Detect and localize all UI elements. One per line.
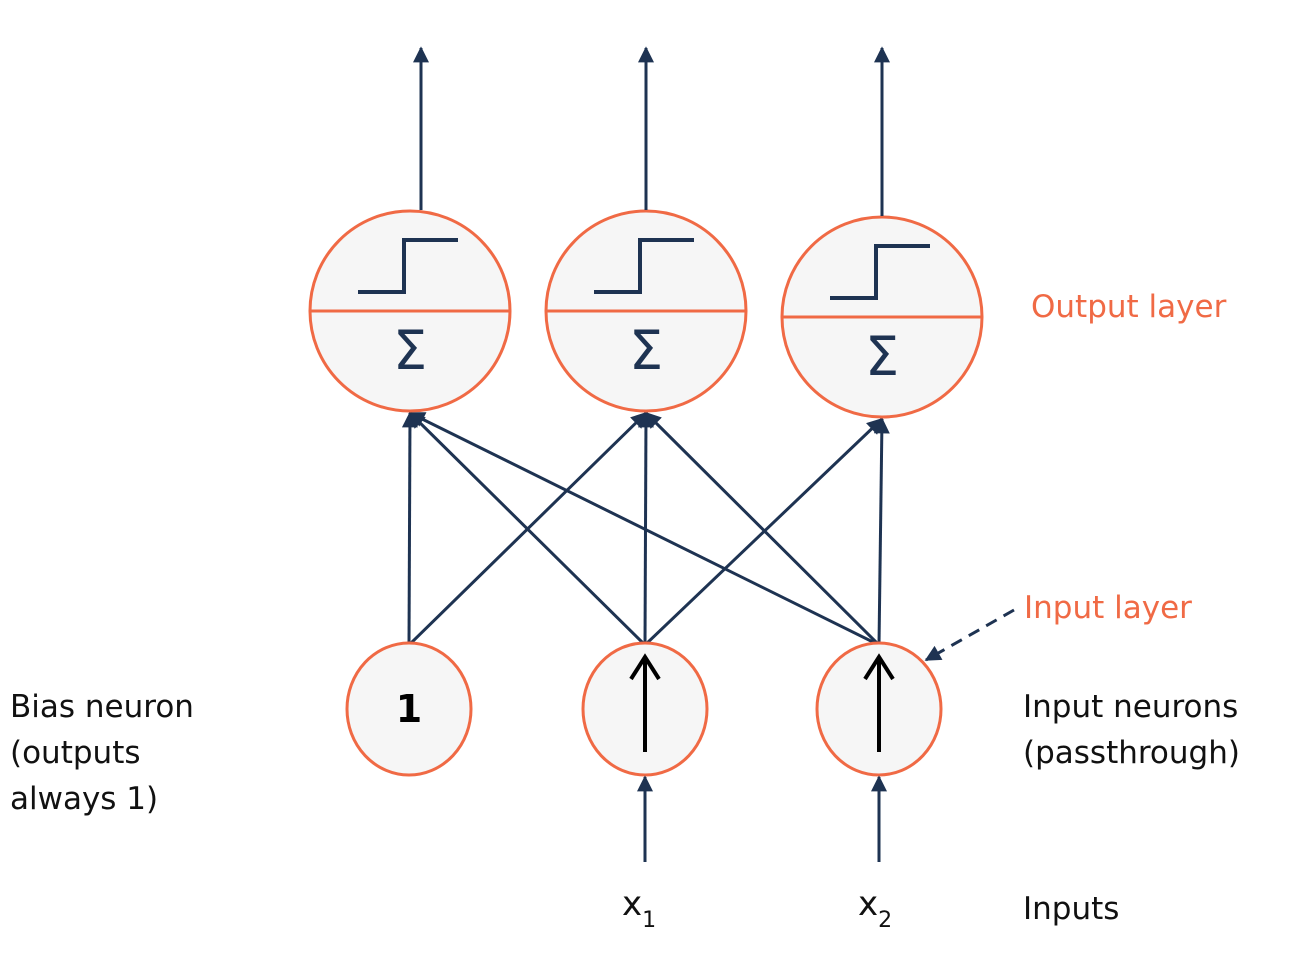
neurons-group: Σ Σ Σ 1 xyxy=(308,209,984,777)
step-function-icon xyxy=(358,238,458,294)
passthrough-arrowhead xyxy=(629,653,661,681)
output-neuron-2: Σ xyxy=(544,209,748,413)
connection-i2-to-o2 xyxy=(644,411,881,647)
passthrough-arrowhead xyxy=(863,653,895,681)
input-neurons-annotation: Input neurons (passthrough) xyxy=(1023,684,1240,776)
input-neuron-1 xyxy=(581,641,709,777)
output-neuron-3: Σ xyxy=(780,215,984,419)
bias-neuron: 1 xyxy=(345,641,473,777)
inputs-annotation: Inputs xyxy=(1023,891,1120,927)
input-neuron-circle xyxy=(345,641,473,777)
summation-icon: Σ xyxy=(393,319,427,382)
connection-i2-to-o1 xyxy=(408,411,880,647)
bias-annotation-line-2: (outputs xyxy=(10,735,141,771)
connection-bias-to-o1 xyxy=(401,411,418,646)
input-x2-label: x2 xyxy=(858,884,892,933)
summation-icon: Σ xyxy=(629,319,663,382)
bias-neuron-annotation: Bias neuron (outputs always 1) xyxy=(10,684,194,822)
connections-group xyxy=(401,411,890,647)
summation-icon: Σ xyxy=(865,325,899,388)
step-function-icon xyxy=(830,244,930,300)
input-x1-subscript: 1 xyxy=(642,908,657,933)
input-x1-label: x1 xyxy=(622,884,656,933)
step-function-icon xyxy=(594,238,694,294)
input-x1-base: x xyxy=(622,884,643,924)
bias-annotation-line-3: always 1) xyxy=(10,781,159,817)
input-neurons-annotation-line-1: Input neurons xyxy=(1023,689,1239,725)
io-arrows-group xyxy=(413,46,1015,862)
input-layer-label: Input layer xyxy=(1024,590,1192,626)
input-layer-pointer-arrow xyxy=(924,608,1015,662)
bias-annotation-line-1: Bias neuron xyxy=(10,689,194,725)
output-neuron-1: Σ xyxy=(308,209,512,413)
output-layer-label: Output layer xyxy=(1031,289,1227,325)
connection-i2-to-o3 xyxy=(873,417,890,646)
input-x2-subscript: 2 xyxy=(878,908,893,933)
input-x2-base: x xyxy=(858,884,879,924)
input-neurons-annotation-line-2: (passthrough) xyxy=(1023,735,1240,771)
input-neuron-2 xyxy=(815,641,943,777)
bias-value: 1 xyxy=(396,687,422,731)
connection-i1-to-o1 xyxy=(408,411,647,647)
